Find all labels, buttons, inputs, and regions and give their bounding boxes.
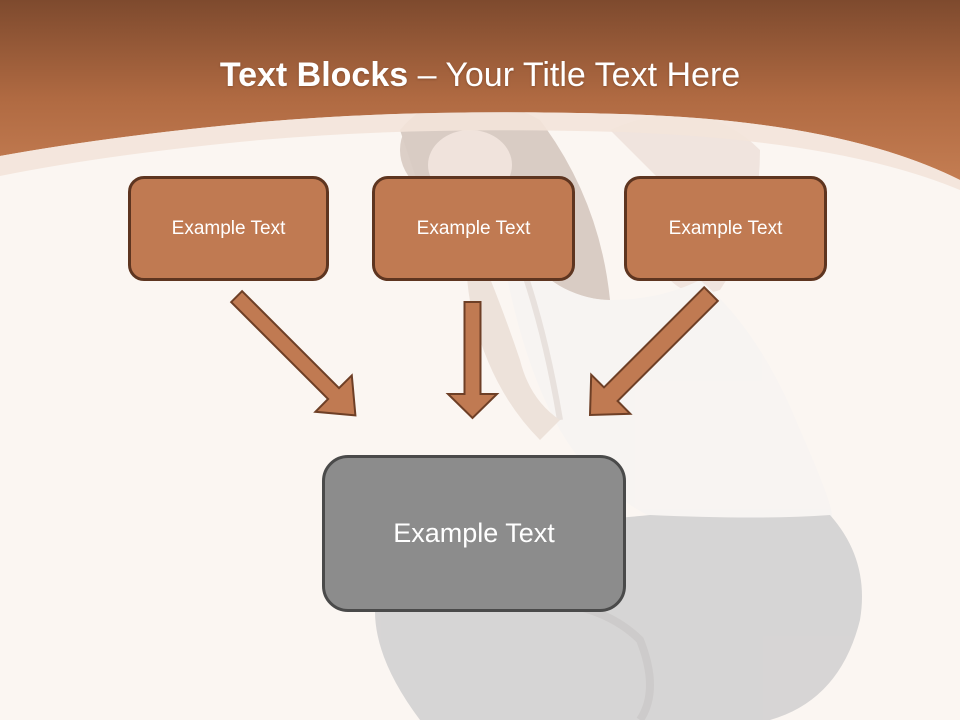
title-rest: Your Title Text Here (445, 56, 741, 94)
text-block-left-label: Example Text (171, 217, 286, 239)
text-block-main-label: Example Text (393, 518, 555, 548)
text-block-center[interactable]: Example Text (372, 176, 575, 281)
title-bold: Text Blocks (219, 56, 409, 94)
arrow-center-to-main (445, 301, 500, 420)
arrow-right-to-main (588, 285, 720, 417)
text-block-center-label: Example Text (416, 217, 531, 239)
header-swoosh (0, 112, 960, 190)
slide-title: Text Blocks – Your Title Text Here (0, 52, 960, 98)
text-block-right-label: Example Text (668, 217, 783, 239)
text-block-left[interactable]: Example Text (128, 176, 329, 281)
background-photo (375, 95, 862, 720)
text-block-right[interactable]: Example Text (624, 176, 827, 281)
arrow-left-to-main (229, 289, 357, 417)
text-block-main[interactable]: Example Text (322, 455, 626, 612)
header-band (0, 0, 960, 180)
title-dash: – (408, 56, 446, 94)
